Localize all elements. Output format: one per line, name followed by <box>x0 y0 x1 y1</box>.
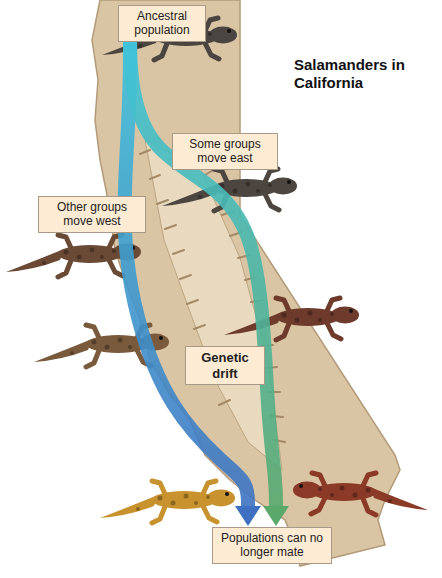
salamander-east-final <box>293 473 428 515</box>
label-box: Ancestral population <box>118 5 206 42</box>
label-box: Some groups move east <box>172 133 278 170</box>
salamander-west-final <box>100 481 235 523</box>
box-text: Other groups move west <box>44 200 140 229</box>
box-text: Ancestral population <box>124 9 200 38</box>
label-box: Other groups move west <box>38 196 146 233</box>
box-text: Genetic drift <box>191 350 259 381</box>
salamander-east-middle <box>224 298 359 340</box>
diagram-title: Salamanders in California <box>294 56 434 92</box>
migration-arrow <box>130 42 276 507</box>
box-text: Populations can no longer mate <box>218 531 326 560</box>
label-box: Genetic drift <box>185 346 265 385</box>
label-box: Populations can no longer mate <box>212 527 332 564</box>
box-text: Some groups move east <box>178 137 272 166</box>
